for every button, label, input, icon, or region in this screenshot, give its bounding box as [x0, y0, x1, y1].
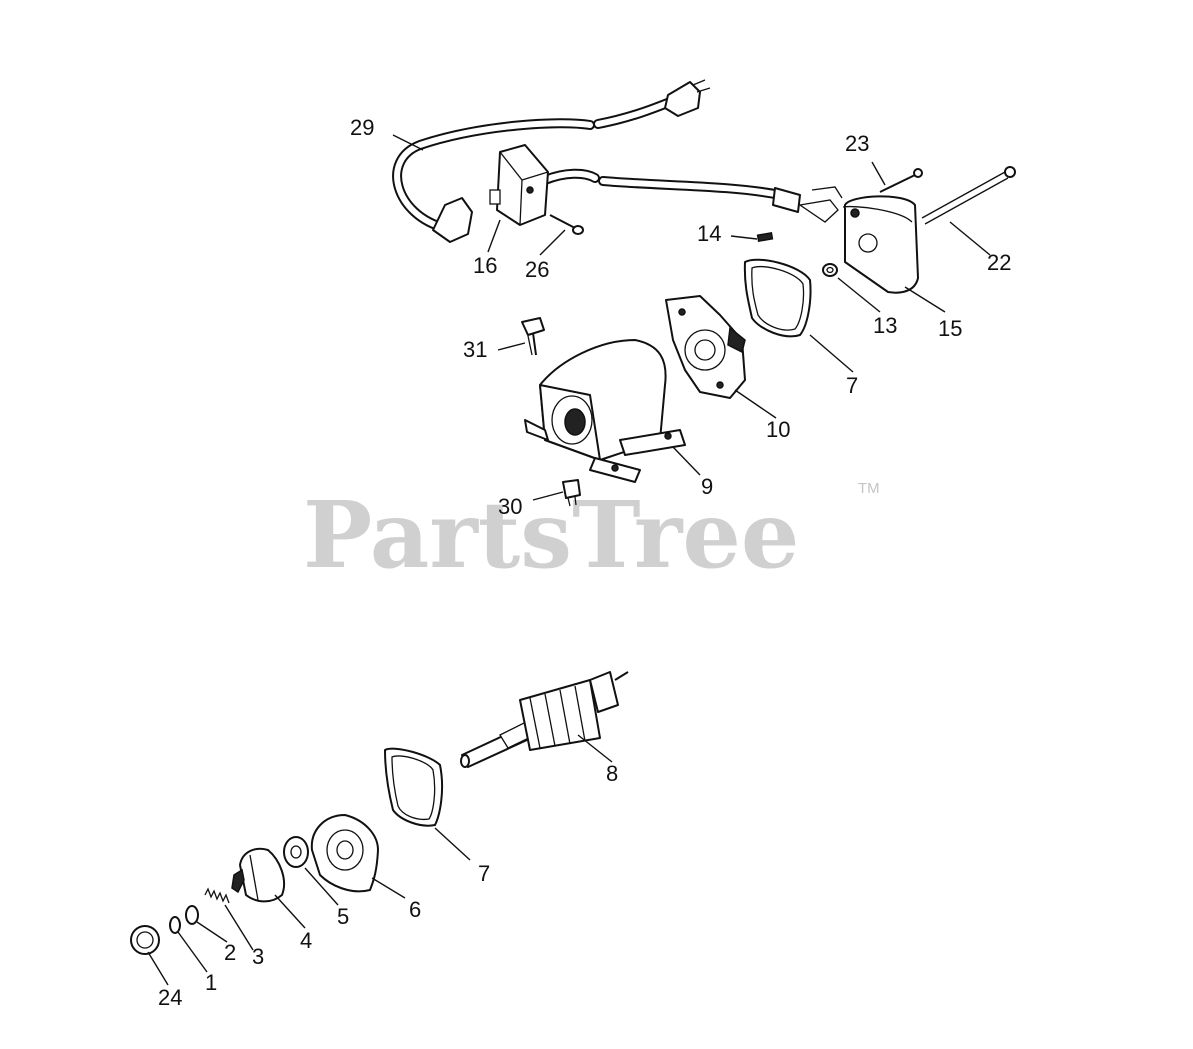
- leader-lines: [147, 134, 991, 986]
- part-9-motor-housing[interactable]: [524, 339, 686, 483]
- part-14-screw[interactable]: [756, 231, 774, 243]
- part-connector-wires: [798, 186, 843, 223]
- callout-5: 5: [337, 904, 349, 929]
- callout-15: 15: [938, 316, 962, 341]
- callout-26: 26: [525, 257, 549, 282]
- part-3-spring[interactable]: [204, 887, 230, 904]
- callout-29: 29: [350, 115, 374, 140]
- callout-23: 23: [845, 131, 869, 156]
- part-6-end-plate[interactable]: [310, 814, 379, 893]
- callout-31: 31: [463, 337, 487, 362]
- part-4-drive-gear[interactable]: [231, 847, 286, 903]
- part-15-end-cap[interactable]: [842, 195, 919, 294]
- callout-6: 6: [409, 897, 421, 922]
- part-24-cap[interactable]: [130, 925, 160, 955]
- part-1-ring[interactable]: [169, 916, 181, 934]
- part-5-bushing[interactable]: [283, 836, 309, 868]
- part-30-fitting[interactable]: [562, 479, 581, 507]
- part-7-gasket-upper[interactable]: [743, 258, 812, 338]
- callout-30: 30: [498, 494, 522, 519]
- callout-7-lower: 7: [478, 861, 490, 886]
- part-16-switch[interactable]: [489, 144, 549, 226]
- part-31-bolt[interactable]: [521, 317, 545, 356]
- callout-7-upper: 7: [846, 373, 858, 398]
- callout-numbers: 29 23 22 16 26 14 13 15 31 7 10 9 30 8 7…: [158, 115, 1011, 1010]
- watermark-trademark: TM: [858, 480, 880, 497]
- part-26-screw[interactable]: [549, 214, 584, 235]
- callout-2: 2: [224, 940, 236, 965]
- part-2-clip[interactable]: [185, 905, 199, 925]
- callout-1: 1: [205, 970, 217, 995]
- callout-8: 8: [606, 761, 618, 786]
- callout-16: 16: [473, 253, 497, 278]
- part-8-armature[interactable]: [460, 671, 629, 768]
- callout-13: 13: [873, 313, 897, 338]
- part-13-washer[interactable]: [822, 263, 838, 277]
- watermark-logo: PartsTree: [303, 481, 799, 589]
- callout-9: 9: [701, 474, 713, 499]
- callout-22: 22: [987, 250, 1011, 275]
- callout-4: 4: [300, 928, 312, 953]
- part-10-brush-plate[interactable]: [665, 295, 746, 399]
- callout-3: 3: [252, 944, 264, 969]
- part-23-bolt[interactable]: [879, 168, 923, 193]
- part-22-bolt[interactable]: [921, 166, 1016, 225]
- part-29-power-cord[interactable]: [392, 79, 801, 243]
- callout-14: 14: [697, 221, 721, 246]
- callout-24: 24: [158, 985, 182, 1010]
- callout-10: 10: [766, 417, 790, 442]
- part-7-gasket-lower[interactable]: [384, 747, 444, 827]
